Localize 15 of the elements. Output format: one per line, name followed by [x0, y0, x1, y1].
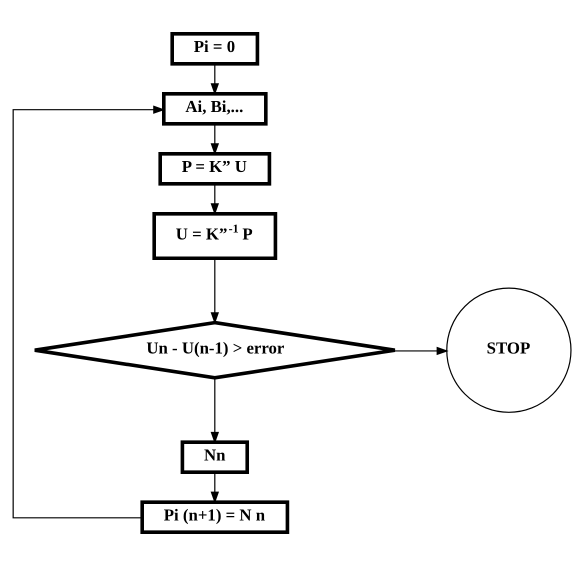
arrow [390, 346, 449, 355]
arrow [210, 378, 220, 444]
node-circle: STOP [446, 287, 572, 412]
node-box: Nn [180, 440, 250, 474]
arrow [210, 63, 220, 95]
arrow [210, 123, 220, 155]
node-box: U = K”$^{-1}$ P [152, 212, 278, 260]
node-box: P = K” U [158, 152, 272, 186]
node-box: Pi = 0 [170, 32, 260, 66]
node-box: Pi (n+1) = N n [140, 500, 290, 534]
arrow [210, 258, 220, 324]
node-box: Ai, Bi,... [162, 92, 268, 126]
arrow [210, 472, 220, 504]
arrow [210, 184, 220, 215]
node-diamond: Un - U(n-1) > error [32, 320, 397, 380]
